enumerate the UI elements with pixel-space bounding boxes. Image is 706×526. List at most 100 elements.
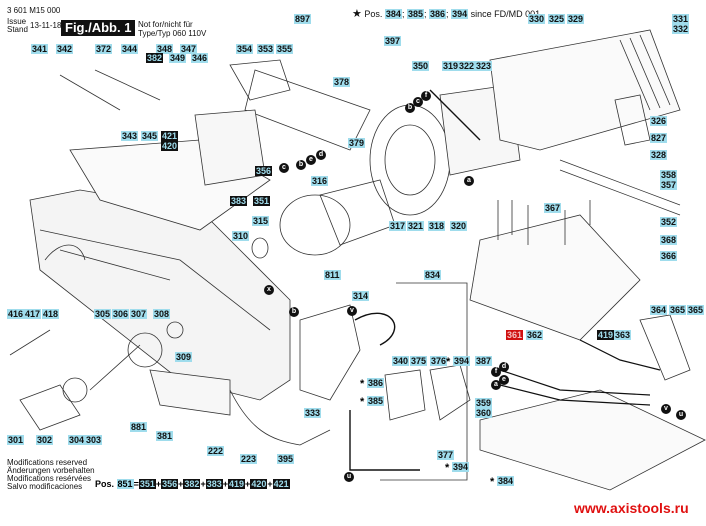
part-label-307[interactable]: 307 <box>130 309 148 319</box>
part-label-347[interactable]: 347 <box>180 44 198 54</box>
part-label-323[interactable]: 323 <box>475 61 493 71</box>
part-label-321[interactable]: 321 <box>407 221 425 231</box>
part-label-354[interactable]: 354 <box>236 44 254 54</box>
star-pos-385[interactable]: 385 <box>406 9 424 19</box>
part-label-378[interactable]: 378 <box>333 77 351 87</box>
part-label-363[interactable]: 363 <box>614 330 632 340</box>
part-label-314[interactable]: 314 <box>352 291 370 301</box>
part-label-306[interactable]: 306 <box>112 309 130 319</box>
part-label-372[interactable]: 372 <box>95 44 113 54</box>
formula-result[interactable]: 851 <box>116 479 134 489</box>
part-label-385[interactable]: 385 <box>367 396 385 406</box>
formula-part-356[interactable]: 356 <box>161 479 179 489</box>
part-label-376[interactable]: 376 <box>430 356 448 366</box>
part-label-381[interactable]: 381 <box>156 431 174 441</box>
part-label-329[interactable]: 329 <box>567 14 585 24</box>
part-label-302[interactable]: 302 <box>36 435 54 445</box>
part-label-365b[interactable]: 365 <box>687 305 705 315</box>
part-label-394[interactable]: 394 <box>453 356 471 366</box>
part-label-377[interactable]: 377 <box>437 450 455 460</box>
part-label-382[interactable]: 382 <box>146 53 164 63</box>
star-pos-384[interactable]: 384 <box>384 9 402 19</box>
part-label-325[interactable]: 325 <box>548 14 566 24</box>
part-label-305[interactable]: 305 <box>94 309 112 319</box>
part-label-362[interactable]: 362 <box>526 330 544 340</box>
part-label-345[interactable]: 345 <box>141 131 159 141</box>
part-label-375[interactable]: 375 <box>410 356 428 366</box>
part-label-420[interactable]: 420 <box>161 141 179 151</box>
part-label-303[interactable]: 303 <box>85 435 103 445</box>
part-label-331[interactable]: 331 <box>672 14 690 24</box>
part-label-344[interactable]: 344 <box>121 44 139 54</box>
part-label-342[interactable]: 342 <box>56 44 74 54</box>
website-link[interactable]: www.axistools.ru <box>574 500 689 516</box>
part-label-301[interactable]: 301 <box>7 435 25 445</box>
part-label-365[interactable]: 365 <box>669 305 687 315</box>
part-label-341[interactable]: 341 <box>31 44 49 54</box>
part-label-328[interactable]: 328 <box>650 150 668 160</box>
part-label-367[interactable]: 367 <box>544 203 562 213</box>
part-label-316[interactable]: 316 <box>311 176 329 186</box>
part-label-315[interactable]: 315 <box>252 216 270 226</box>
part-label-418[interactable]: 418 <box>42 309 60 319</box>
part-label-318[interactable]: 318 <box>428 221 446 231</box>
part-label-351[interactable]: 351 <box>253 196 271 206</box>
formula-part-383[interactable]: 383 <box>205 479 223 489</box>
part-label-326[interactable]: 326 <box>650 116 668 126</box>
part-label-416[interactable]: 416 <box>7 309 25 319</box>
part-label-222[interactable]: 222 <box>207 446 225 456</box>
part-label-319[interactable]: 319 <box>442 61 460 71</box>
star-pos-386[interactable]: 386 <box>429 9 447 19</box>
part-label-353[interactable]: 353 <box>257 44 275 54</box>
part-label-346[interactable]: 346 <box>191 53 209 63</box>
part-label-360[interactable]: 360 <box>475 408 493 418</box>
part-label-366[interactable]: 366 <box>660 251 678 261</box>
part-label-223[interactable]: 223 <box>240 454 258 464</box>
part-label-355[interactable]: 355 <box>276 44 294 54</box>
part-label-320[interactable]: 320 <box>450 221 468 231</box>
part-label-322[interactable]: 322 <box>458 61 476 71</box>
formula-part-351[interactable]: 351 <box>138 479 156 489</box>
star-pos-394[interactable]: 394 <box>451 9 469 19</box>
part-label-395[interactable]: 395 <box>277 454 295 464</box>
part-label-343[interactable]: 343 <box>121 131 139 141</box>
formula-part-421[interactable]: 421 <box>272 479 290 489</box>
part-label-811[interactable]: 811 <box>324 270 341 280</box>
part-label-834[interactable]: 834 <box>424 270 442 280</box>
part-label-348[interactable]: 348 <box>156 44 174 54</box>
part-label-352[interactable]: 352 <box>660 217 678 227</box>
part-label-340[interactable]: 340 <box>392 356 410 366</box>
formula-part-419[interactable]: 419 <box>228 479 246 489</box>
part-label-330[interactable]: 330 <box>528 14 546 24</box>
part-label-419[interactable]: 419 <box>597 330 615 340</box>
part-label-368[interactable]: 368 <box>660 235 678 245</box>
part-label-383[interactable]: 383 <box>230 196 248 206</box>
part-label-387[interactable]: 387 <box>475 356 493 366</box>
part-label-349[interactable]: 349 <box>169 53 187 63</box>
part-label-317[interactable]: 317 <box>389 221 407 231</box>
part-label-304[interactable]: 304 <box>68 435 86 445</box>
part-label-379[interactable]: 379 <box>348 138 366 148</box>
part-label-358[interactable]: 358 <box>660 170 678 180</box>
part-label-332[interactable]: 332 <box>672 24 690 34</box>
part-label-394b[interactable]: 394 <box>452 462 470 472</box>
part-label-310[interactable]: 310 <box>232 231 250 241</box>
part-label-333[interactable]: 333 <box>304 408 322 418</box>
formula-part-382[interactable]: 382 <box>183 479 201 489</box>
part-label-359[interactable]: 359 <box>475 398 493 408</box>
part-label-397[interactable]: 397 <box>384 36 402 46</box>
part-label-386[interactable]: 386 <box>367 378 385 388</box>
part-label-361[interactable]: 361 <box>506 330 524 340</box>
part-label-881[interactable]: 881 <box>130 422 148 432</box>
part-label-357[interactable]: 357 <box>660 180 678 190</box>
part-label-421[interactable]: 421 <box>161 131 179 141</box>
part-label-897[interactable]: 897 <box>294 14 312 24</box>
part-label-356[interactable]: 356 <box>255 166 273 176</box>
part-label-308[interactable]: 308 <box>153 309 171 319</box>
part-label-384[interactable]: 384 <box>497 476 515 486</box>
part-label-364[interactable]: 364 <box>650 305 668 315</box>
part-label-417[interactable]: 417 <box>24 309 42 319</box>
part-label-827[interactable]: 827 <box>650 133 668 143</box>
part-label-350[interactable]: 350 <box>412 61 430 71</box>
part-label-309[interactable]: 309 <box>175 352 193 362</box>
